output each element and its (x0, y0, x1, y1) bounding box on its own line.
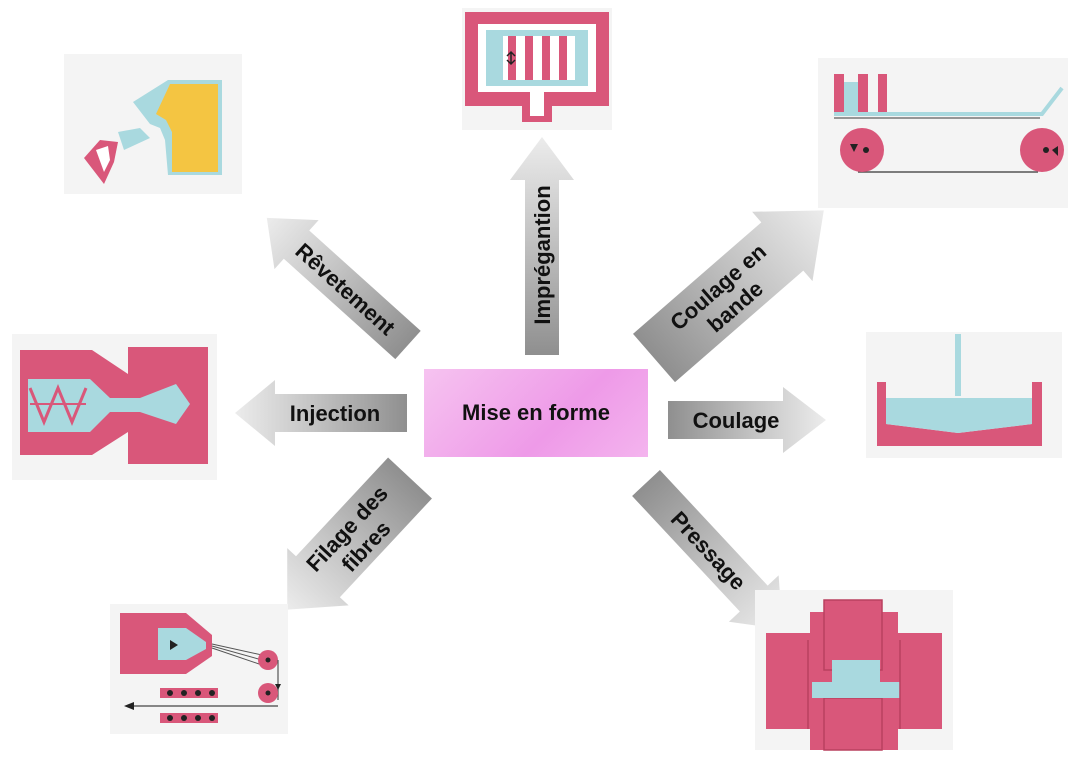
revetement-illustration (64, 54, 242, 194)
arrow-impregnation: Imprégantion (510, 137, 574, 355)
filage-illustration (110, 604, 288, 734)
arrow-injection: Injection (235, 380, 407, 446)
pressage-illustration (755, 590, 953, 751)
impregnation-illustration (462, 8, 612, 130)
coulage-bande-illustration (818, 58, 1068, 208)
arrow-coulage: Coulage (668, 387, 826, 453)
center-label: Mise en forme (462, 400, 610, 425)
center-node: Mise en forme (424, 369, 648, 457)
label-injection: Injection (290, 401, 380, 426)
injection-illustration (12, 334, 217, 480)
arrow-revetement: Rêvetement (266, 217, 421, 360)
arrow-coulage-bande: Coulage en bande (633, 210, 824, 383)
coulage-illustration (866, 332, 1062, 458)
label-coulage: Coulage (693, 408, 780, 433)
label-impregnation: Imprégantion (530, 185, 555, 324)
label-pressage: Pressage (666, 506, 751, 595)
label-revetement: Rêvetement (291, 238, 401, 340)
